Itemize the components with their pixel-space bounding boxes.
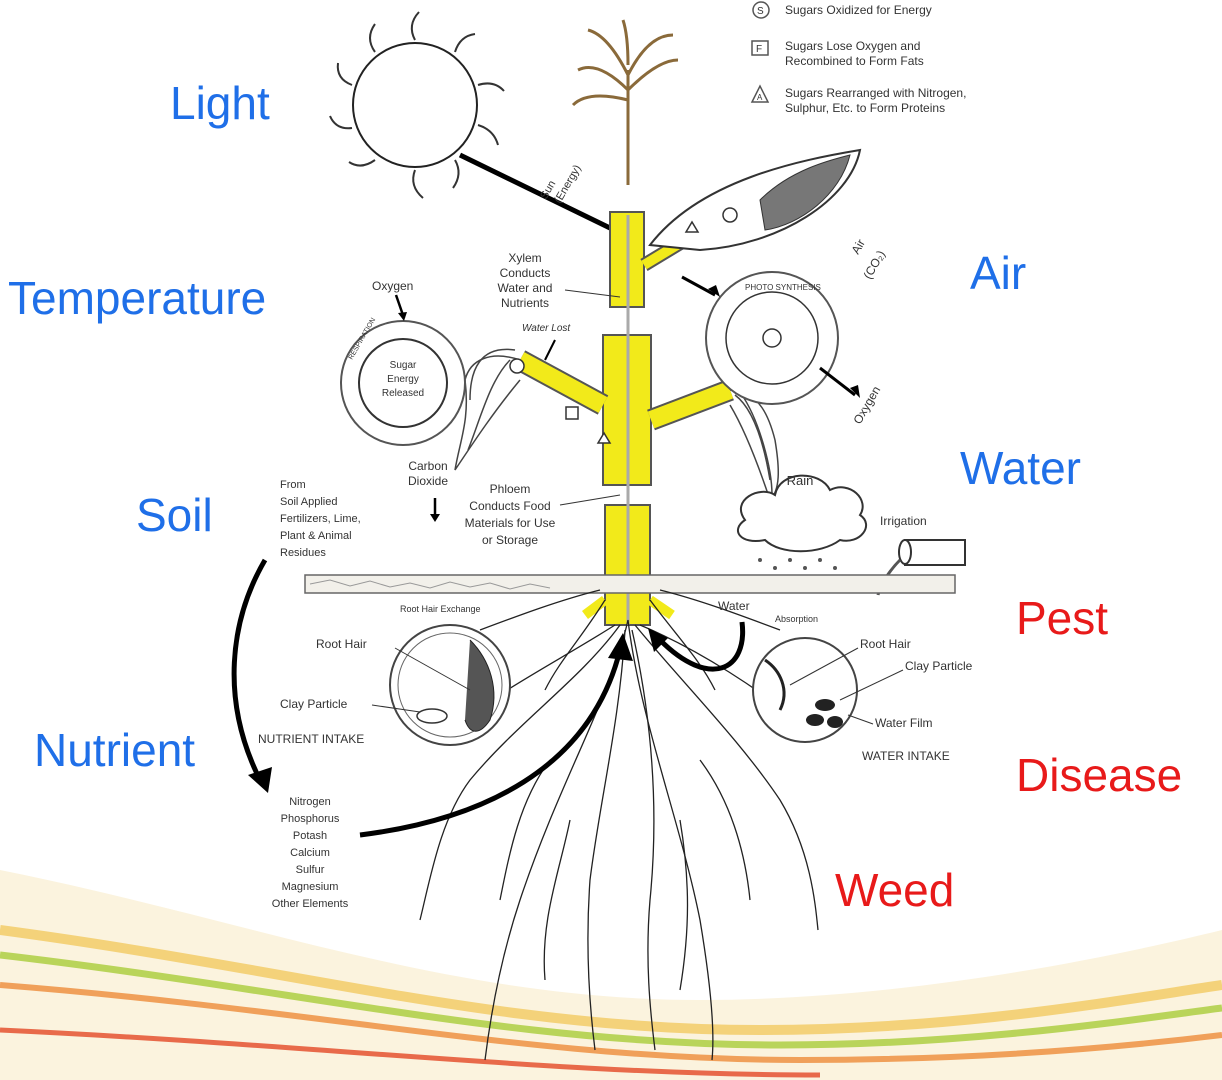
svg-text:Absorption: Absorption [775,614,818,624]
svg-text:PHOTO SYNTHESIS: PHOTO SYNTHESIS [745,283,821,292]
factor-soil: Soil [136,492,213,538]
svg-text:From: From [280,479,306,491]
legend-f-text-2: Recombined to Form Fats [785,54,924,68]
sun-icon [330,12,504,198]
factor-air: Air [970,250,1026,296]
svg-text:Clay Particle: Clay Particle [280,697,348,711]
xylem-label: Xylem Conducts Water and Nutrients [498,251,553,310]
stem-vessels [520,210,735,625]
factor-light: Light [170,80,270,126]
svg-text:Calcium: Calcium [290,847,330,859]
svg-text:Root Hair Exchange: Root Hair Exchange [400,604,481,614]
factor-water: Water [960,445,1081,491]
svg-text:Irrigation: Irrigation [880,514,927,528]
svg-text:Plant & Animal: Plant & Animal [280,530,352,542]
absorption-diagram: Absorption Root Hair Clay Particle Water… [753,614,973,763]
svg-text:Carbon: Carbon [408,459,447,473]
factor-weed: Weed [835,867,954,913]
svg-text:WATER INTAKE: WATER INTAKE [862,749,950,763]
svg-text:Conducts Food: Conducts Food [469,499,550,513]
svg-text:NUTRIENT INTAKE: NUTRIENT INTAKE [258,732,364,746]
sun-energy-line [460,155,610,228]
legend-a-symbol: A [757,93,763,102]
svg-text:Air: Air [848,237,867,257]
factor-disease: Disease [1016,752,1182,798]
legend: S Sugars Oxidized for Energy F Sugars Lo… [752,2,966,115]
photosynthesis-diagram: PHOTO SYNTHESIS [706,272,838,404]
svg-text:Residues: Residues [280,547,326,559]
svg-text:Water Film: Water Film [875,716,933,730]
svg-text:or Storage: or Storage [482,533,538,547]
svg-text:Sugar: Sugar [390,360,417,371]
svg-text:Xylem: Xylem [508,251,541,265]
rain-cloud-icon: Rain [738,473,866,570]
svg-text:Rain: Rain [787,473,814,488]
tassel-icon [573,20,678,185]
soil-to-nutrients-arrow [234,560,265,780]
svg-text:Conducts: Conducts [500,266,551,280]
svg-text:Fertilizers, Lime,: Fertilizers, Lime, [280,513,361,525]
corn-ear-icon [650,150,860,250]
leaf-f-marker [566,407,578,419]
svg-text:Root Hair: Root Hair [860,637,911,651]
air-co2-label: Air (CO₂) [848,237,887,282]
svg-text:Potash: Potash [293,830,327,842]
svg-text:Energy: Energy [387,374,419,385]
phloem-label: Phloem Conducts Food Materials for Use o… [465,482,556,547]
factor-nutrient: Nutrient [34,727,195,773]
carbon-dioxide-label: Carbon Dioxide [408,459,448,488]
svg-text:Released: Released [382,388,424,399]
factor-temperature: Temperature [8,275,266,321]
svg-text:Phosphorus: Phosphorus [281,813,340,825]
svg-text:Nutrients: Nutrients [501,296,549,310]
nutrients-list: Nitrogen Phosphorus Potash Calcium Sulfu… [272,796,349,910]
leaf-s-marker [510,359,524,373]
svg-text:(CO₂): (CO₂) [860,248,887,282]
svg-text:Clay Particle: Clay Particle [905,659,973,673]
legend-a-text-2: Sulphur, Etc. to Form Proteins [785,101,945,115]
svg-text:Soil Applied: Soil Applied [280,496,338,508]
svg-text:Other Elements: Other Elements [272,898,349,910]
legend-f-text-1: Sugars Lose Oxygen and [785,39,920,53]
decorative-swoosh [0,870,1222,1080]
oxygen-in-label: Oxygen [372,279,413,293]
svg-text:Materials for Use: Materials for Use [465,516,556,530]
from-soil-label: From Soil Applied Fertilizers, Lime, Pla… [280,479,361,559]
factor-pest: Pest [1016,595,1108,641]
legend-s-text: Sugars Oxidized for Energy [785,3,932,17]
svg-text:Magnesium: Magnesium [282,881,339,893]
svg-text:Water and: Water and [498,281,553,295]
svg-text:Phloem: Phloem [490,482,531,496]
water-lost-label: Water Lost [522,323,571,334]
water-arrow-label: Water [718,599,750,613]
svg-text:Nitrogen: Nitrogen [289,796,331,808]
legend-s-symbol: S [757,6,764,17]
legend-f-symbol: F [756,44,762,55]
legend-a-text-1: Sugars Rearranged with Nitrogen, [785,86,966,100]
root-hair-exchange-diagram: Root Hair Exchange Root Hair Clay Partic… [258,604,510,746]
svg-text:Sulfur: Sulfur [296,864,325,876]
svg-text:Dioxide: Dioxide [408,474,448,488]
svg-text:Root Hair: Root Hair [316,637,367,651]
respiration-diagram: Sugar Energy Released RESPIRATION [341,317,465,445]
